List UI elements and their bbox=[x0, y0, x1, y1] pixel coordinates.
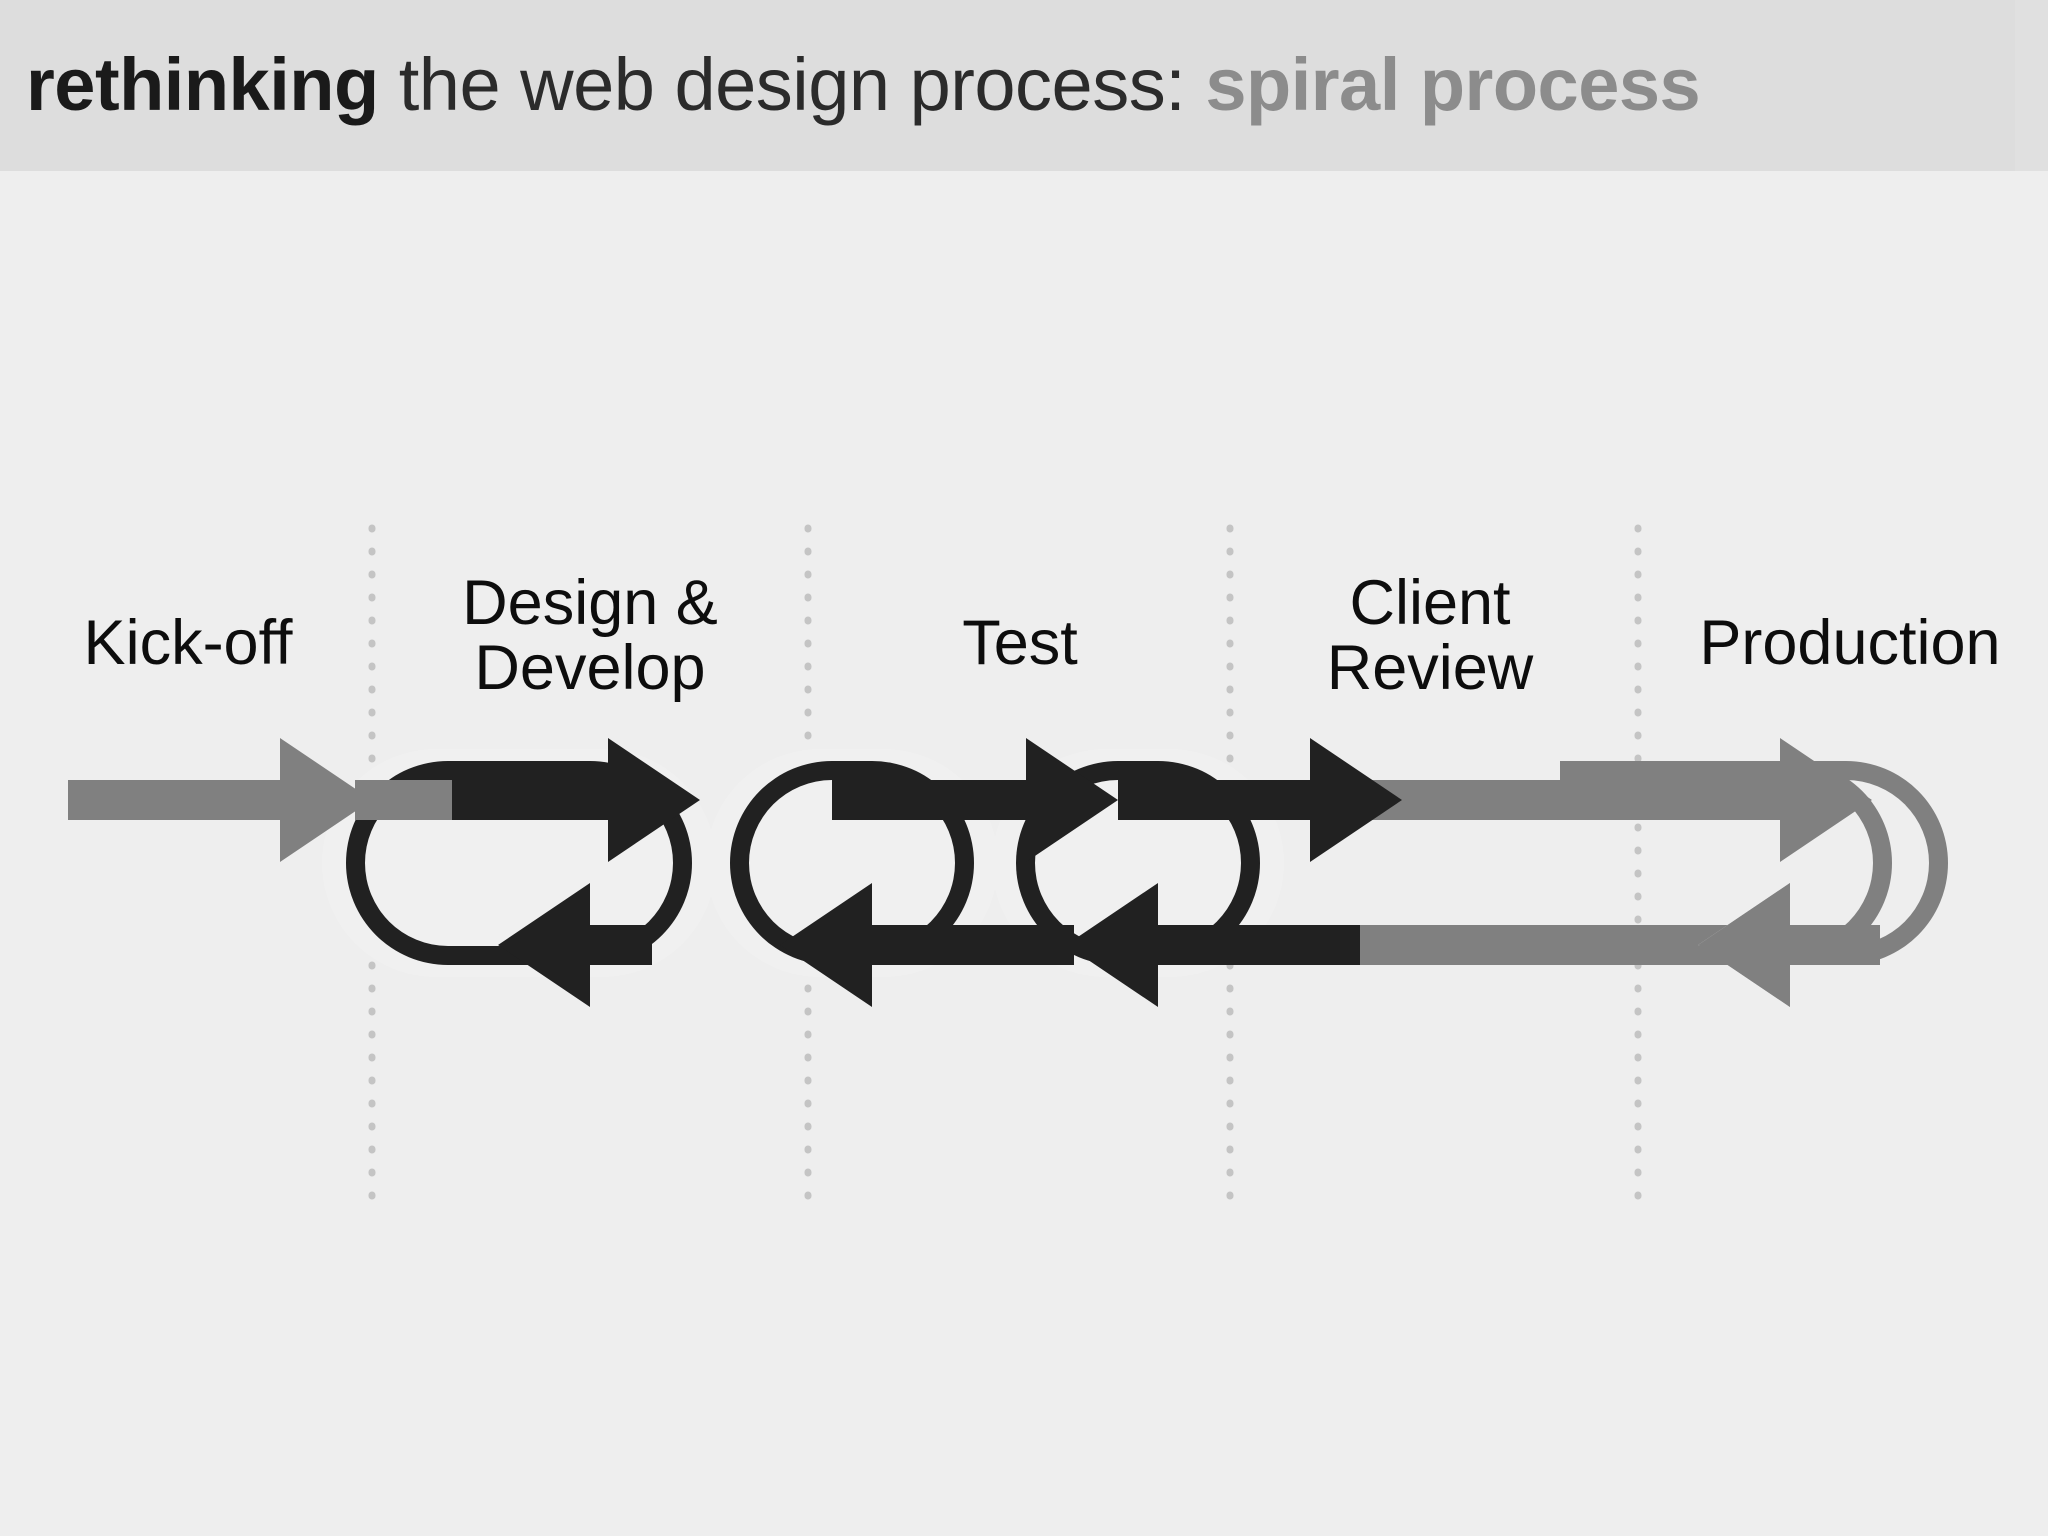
client-review-top-arrow bbox=[1118, 738, 1402, 862]
spiral-process-diagram: Kick-off Design & Develop Test Client Re… bbox=[0, 171, 2048, 1536]
title-accent-part: spiral process bbox=[1205, 43, 1701, 126]
kickoff-entry-arrow bbox=[68, 738, 372, 862]
production-top-arrow bbox=[1180, 738, 1872, 862]
title-regular-part: the web design process: bbox=[378, 43, 1206, 126]
test-top-arrow bbox=[832, 738, 1118, 862]
test-bottom-arrow bbox=[780, 883, 1074, 1007]
client-review-bottom-arrow bbox=[1066, 883, 1360, 1007]
design-develop-top-arrow bbox=[448, 738, 700, 862]
stage-label-production: Production bbox=[1699, 608, 2001, 678]
production-cap bbox=[1790, 761, 1892, 965]
stage-kickoff-shape bbox=[68, 738, 452, 862]
stage-test-shape bbox=[706, 738, 1118, 1007]
slide-header-bar: rethinking the web design process: spira… bbox=[0, 0, 2048, 171]
design-develop-bottom-arrow bbox=[498, 883, 652, 1007]
stage-dividers bbox=[368, 524, 1642, 1214]
page-title: rethinking the web design process: spira… bbox=[26, 30, 2022, 140]
kickoff-bridge-bar bbox=[355, 780, 452, 820]
stage-design-develop-shape bbox=[322, 738, 716, 1007]
production-return-bar bbox=[1180, 883, 1790, 1007]
header-edge-highlight bbox=[2015, 0, 2048, 171]
title-bold-part: rethinking bbox=[26, 43, 379, 126]
diagram-svg bbox=[68, 524, 1948, 1214]
stage-label-kick-off: Kick-off bbox=[83, 608, 293, 678]
stage-label-test: Test bbox=[962, 608, 1078, 678]
stage-label-design-develop: Design & Develop bbox=[462, 568, 718, 703]
stage-label-client-review: Client Review bbox=[1326, 568, 1534, 703]
stage-production-shape bbox=[1180, 738, 1948, 1007]
production-bottom-arrow bbox=[1698, 883, 1880, 1007]
